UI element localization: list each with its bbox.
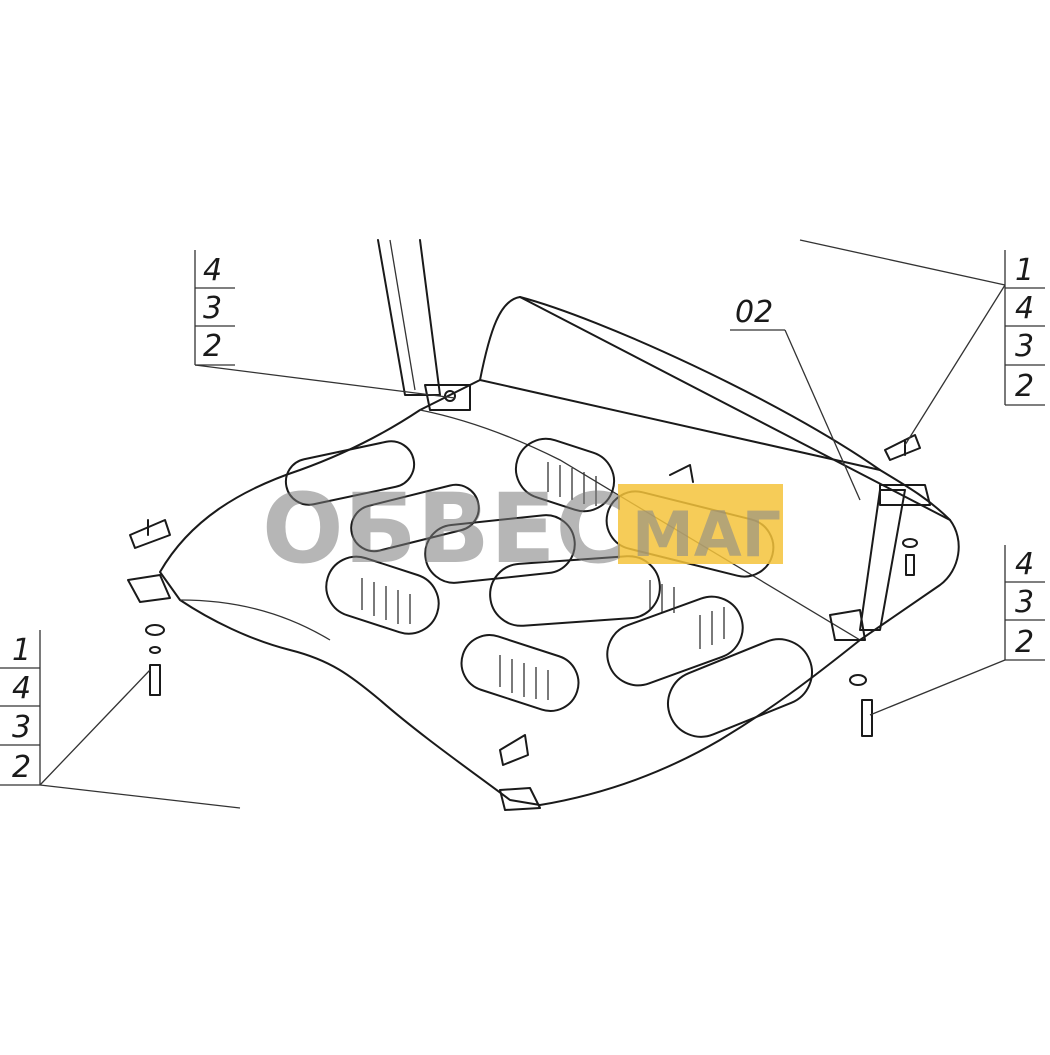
leader-lines [39, 239, 1006, 809]
callout-label: 3 [203, 291, 222, 326]
bolt-icons [127, 434, 921, 811]
callout-label: 2 [203, 329, 222, 364]
watermark-logo: ОБВЕС МАГ [262, 473, 783, 585]
callout-right: 4 3 2 [1004, 545, 1045, 661]
callout-label: 3 [12, 710, 31, 745]
bracket-left [377, 239, 471, 411]
callout-label: 4 [203, 253, 222, 288]
callout-label: 1 [12, 633, 31, 668]
watermark-main-text: ОБВЕС [262, 473, 626, 585]
watermark-accent-box [618, 484, 783, 564]
bracket-right [829, 484, 931, 641]
watermark-accent-text: МАГ [632, 498, 781, 571]
callout-bottom-left: 1 4 3 2 [0, 630, 41, 786]
callout-part-02: 02 [730, 295, 785, 331]
callout-top-right: 1 4 3 2 [1004, 250, 1045, 406]
callout-label: 3 [1015, 329, 1034, 364]
callout-label: 4 [12, 671, 31, 706]
callout-label: 1 [1015, 253, 1034, 288]
callout-label: 2 [12, 750, 31, 785]
callout-label: 2 [1015, 625, 1034, 660]
callout-label: 3 [1015, 585, 1034, 620]
callout-label: 4 [1015, 547, 1034, 582]
callout-label: 2 [1015, 369, 1034, 404]
callout-top-left: 4 3 2 [194, 250, 235, 366]
part-label: 02 [735, 295, 773, 330]
callout-label: 4 [1015, 291, 1034, 326]
